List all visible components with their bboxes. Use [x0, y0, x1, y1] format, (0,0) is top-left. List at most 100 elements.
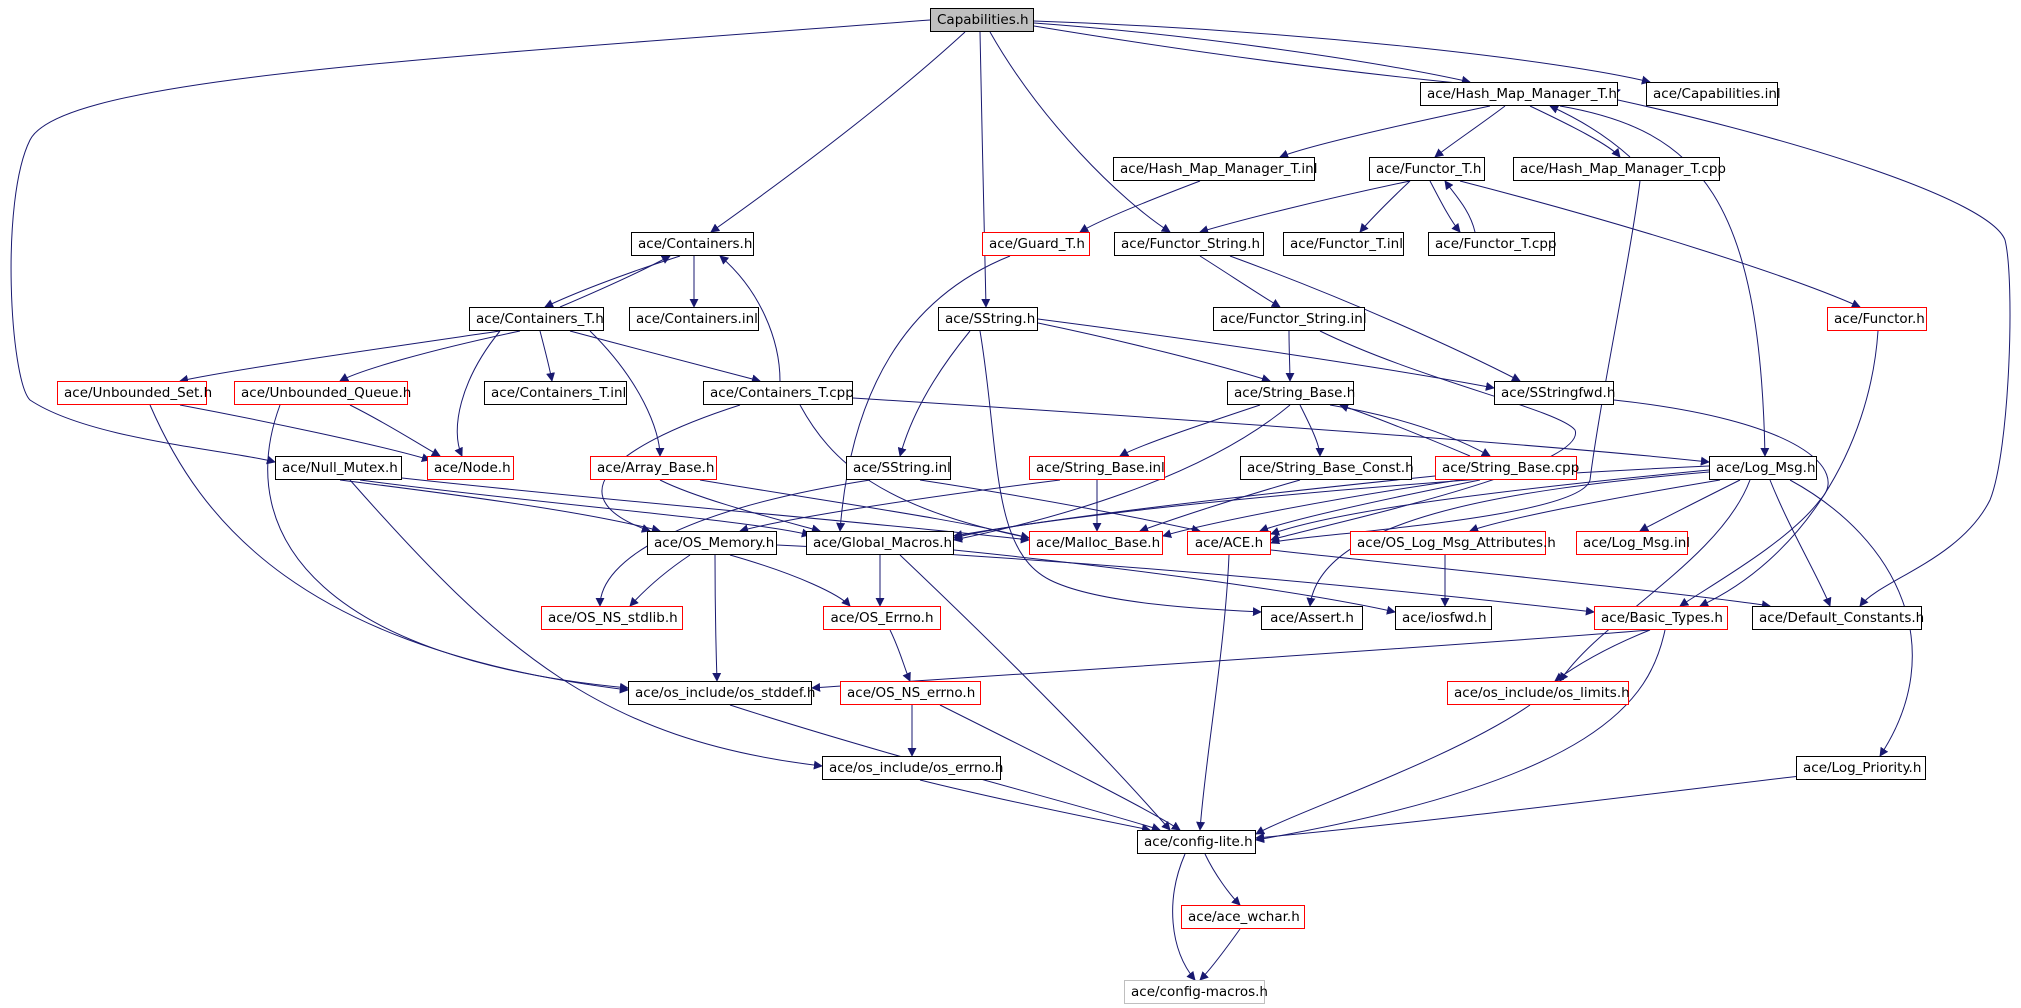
edge-null-mutex-h-to-os-memory-h	[339, 479, 661, 534]
node-functor-string-h[interactable]: ace/Functor_String.h	[1114, 232, 1264, 256]
edge-basic-types-h-to-config-lite-h	[1255, 629, 1666, 844]
node-ace-wchar-h[interactable]: ace/ace_wchar.h	[1181, 905, 1305, 929]
edge-log-msg-h-to-os-log-msg-attributes-h	[1469, 479, 1721, 533]
node-sstringfwd-h[interactable]: ace/SStringfwd.h	[1494, 381, 1615, 405]
node-ace-h[interactable]: ace/ACE.h	[1187, 531, 1271, 555]
node-unbounded-queue-h[interactable]: ace/Unbounded_Queue.h	[234, 381, 411, 405]
edge-functor-t-h-to-functor-t-cpp	[1429, 180, 1461, 233]
edge-guard-t-h-to-global-macros-h	[836, 255, 1011, 532]
edge-unbounded-queue-h-to-os-stddef-h	[267, 404, 629, 692]
edge-log-msg-h-to-log-msg-inl	[1639, 479, 1741, 532]
edge-os-limits-h-to-config-lite-h	[1255, 704, 1531, 835]
edge-hash-map-manager-t-h-to-functor-t-h	[1434, 105, 1506, 158]
edge-unbounded-set-h-to-os-stddef-h	[149, 404, 629, 694]
node-null-mutex-h[interactable]: ace/Null_Mutex.h	[275, 456, 402, 480]
edge-string-base-h-to-string-base-const-h	[1299, 404, 1325, 457]
node-os-log-msg-attributes-h[interactable]: ace/OS_Log_Msg_Attributes.h	[1350, 531, 1556, 555]
edge-ace-h-to-config-lite-h	[1196, 554, 1230, 831]
edge-log-priority-h-to-config-lite-h	[1255, 775, 1801, 842]
edge-ace-h-to-default-constants-h	[1270, 549, 1771, 610]
edge-os-ns-errno-h-to-config-lite-h	[939, 704, 1181, 831]
node-sstring-h[interactable]: ace/SString.h	[938, 307, 1038, 331]
node-unbounded-set-h[interactable]: ace/Unbounded_Set.h	[57, 381, 212, 405]
node-iosfwd-h[interactable]: ace/iosfwd.h	[1395, 606, 1492, 630]
node-config-macros-h[interactable]: ace/config-macros.h	[1124, 980, 1268, 1004]
edge-os-memory-h-to-os-ns-stdlib-h	[629, 554, 691, 607]
node-functor-h[interactable]: ace/Functor.h	[1827, 307, 1927, 331]
edge-root-to-capabilities-inl	[1033, 20, 1651, 85]
edge-os-errno-inc-h-to-config-lite-h	[919, 779, 1151, 833]
node-basic-types-h[interactable]: ace/Basic_Types.h	[1594, 606, 1728, 630]
node-default-constants-h[interactable]: ace/Default_Constants.h	[1752, 606, 1924, 630]
edge-root-to-hash-map-manager-t-h	[1033, 22, 1471, 85]
edge-functor-t-h-to-functor-h	[1459, 180, 1861, 308]
node-os-ns-stdlib-h[interactable]: ace/OS_NS_stdlib.h	[541, 606, 683, 630]
edge-log-msg-h-to-global-macros-h	[953, 465, 1710, 540]
edge-global-macros-h-to-config-lite-h	[899, 554, 1171, 831]
edge-basic-types-h-to-os-limits-h	[1554, 629, 1651, 682]
node-functor-t-cpp[interactable]: ace/Functor_T.cpp	[1428, 232, 1556, 256]
edge-containers-t-h-to-containers-t-inl	[539, 330, 555, 382]
node-sstring-inl[interactable]: ace/SString.inl	[846, 456, 951, 480]
node-log-priority-h[interactable]: ace/Log_Priority.h	[1796, 756, 1926, 780]
node-guard-t-h[interactable]: ace/Guard_T.h	[982, 232, 1090, 256]
edge-hash-map-manager-t-cpp-to-ace-h	[1270, 180, 1641, 545]
node-capabilities-h[interactable]: Capabilities.h	[930, 8, 1034, 32]
edge-sstringfwd-h-to-basic-types-h	[1613, 399, 1829, 607]
node-containers-h[interactable]: ace/Containers.h	[631, 232, 754, 256]
node-global-macros-h[interactable]: ace/Global_Macros.h	[806, 531, 954, 555]
edge-string-base-h-to-string-base-cpp	[1329, 404, 1491, 457]
edge-os-memory-h-to-os-errno-h	[729, 554, 851, 607]
edge-string-base-h-to-global-macros-h	[953, 404, 1291, 543]
node-assert-h[interactable]: ace/Assert.h	[1261, 606, 1363, 630]
node-os-limits-h[interactable]: ace/os_include/os_limits.h	[1447, 681, 1630, 705]
node-hash-map-manager-t-inl[interactable]: ace/Hash_Map_Manager_T.inl	[1113, 157, 1317, 181]
edge-hash-map-manager-t-h-to-default-constants-h	[1617, 99, 2011, 607]
edge-string-base-cpp-to-string-base-h	[1339, 403, 1471, 457]
node-string-base-cpp[interactable]: ace/String_Base.cpp	[1435, 456, 1579, 480]
node-string-base-inl[interactable]: ace/String_Base.inl	[1029, 456, 1165, 480]
node-functor-t-inl[interactable]: ace/Functor_T.inl	[1283, 232, 1404, 256]
node-node-h[interactable]: ace/Node.h	[427, 456, 514, 480]
node-string-base-const-h[interactable]: ace/String_Base_Const.h	[1240, 456, 1414, 480]
edge-string-base-cpp-to-malloc-base-h	[1162, 479, 1461, 539]
edge-containers-t-h-to-containers-t-cpp	[569, 330, 761, 384]
edge-basic-types-h-to-os-stddef-h	[811, 629, 1651, 692]
node-os-errno-inc-h[interactable]: ace/os_include/os_errno.h	[822, 756, 1003, 780]
node-containers-t-cpp[interactable]: ace/Containers_T.cpp	[703, 381, 854, 405]
edge-sstring-inl-to-ace-h	[919, 479, 1201, 534]
edge-log-msg-h-to-os-limits-h	[1559, 479, 1751, 682]
node-array-base-h[interactable]: ace/Array_Base.h	[590, 456, 717, 480]
node-string-base-h[interactable]: ace/String_Base.h	[1227, 381, 1355, 405]
edge-containers-h-to-containers-t-h	[544, 255, 681, 308]
edge-os-errno-h-to-os-ns-errno-h	[889, 629, 911, 682]
edge-log-msg-h-to-ace-h	[1270, 469, 1710, 536]
node-log-msg-h[interactable]: ace/Log_Msg.h	[1709, 456, 1817, 480]
node-containers-inl[interactable]: ace/Containers.inl	[629, 307, 759, 331]
edge-functor-t-h-to-functor-t-inl	[1359, 180, 1411, 233]
node-log-msg-inl[interactable]: ace/Log_Msg.inl	[1576, 531, 1690, 555]
node-config-lite-h[interactable]: ace/config-lite.h	[1137, 830, 1256, 854]
edge-functor-string-h-to-functor-string-inl	[1199, 255, 1281, 308]
edge-containers-t-cpp-to-log-msg-h	[852, 397, 1710, 466]
node-os-stddef-h[interactable]: ace/os_include/os_stddef.h	[628, 681, 815, 705]
edge-string-base-const-h-to-malloc-base-h	[1139, 479, 1301, 533]
edge-config-lite-h-to-config-macros-h	[1172, 853, 1196, 981]
node-hash-map-manager-t-h[interactable]: ace/Hash_Map_Manager_T.h	[1420, 82, 1618, 106]
edge-root-to-functor-string-h	[989, 31, 1171, 233]
node-capabilities-inl[interactable]: ace/Capabilities.inl	[1646, 82, 1781, 106]
edge-null-mutex-h-to-os-errno-inc-h	[349, 479, 823, 770]
node-containers-t-inl[interactable]: ace/Containers_T.inl	[484, 381, 627, 405]
edge-log-msg-h-to-assert-h	[1306, 471, 1710, 607]
node-containers-t-h[interactable]: ace/Containers_T.h	[469, 307, 604, 331]
node-functor-t-h[interactable]: ace/Functor_T.h	[1369, 157, 1485, 181]
node-os-errno-h[interactable]: ace/OS_Errno.h	[823, 606, 941, 630]
node-functor-string-inl[interactable]: ace/Functor_String.inl	[1213, 307, 1367, 331]
node-os-memory-h[interactable]: ace/OS_Memory.h	[647, 531, 777, 555]
edge-sstring-h-to-assert-h	[979, 330, 1262, 617]
edge-unbounded-queue-h-to-node-h	[349, 404, 441, 457]
node-hash-map-manager-t-cpp[interactable]: ace/Hash_Map_Manager_T.cpp	[1513, 157, 1726, 181]
node-malloc-base-h[interactable]: ace/Malloc_Base.h	[1029, 531, 1163, 555]
node-os-ns-errno-h[interactable]: ace/OS_NS_errno.h	[840, 681, 981, 705]
